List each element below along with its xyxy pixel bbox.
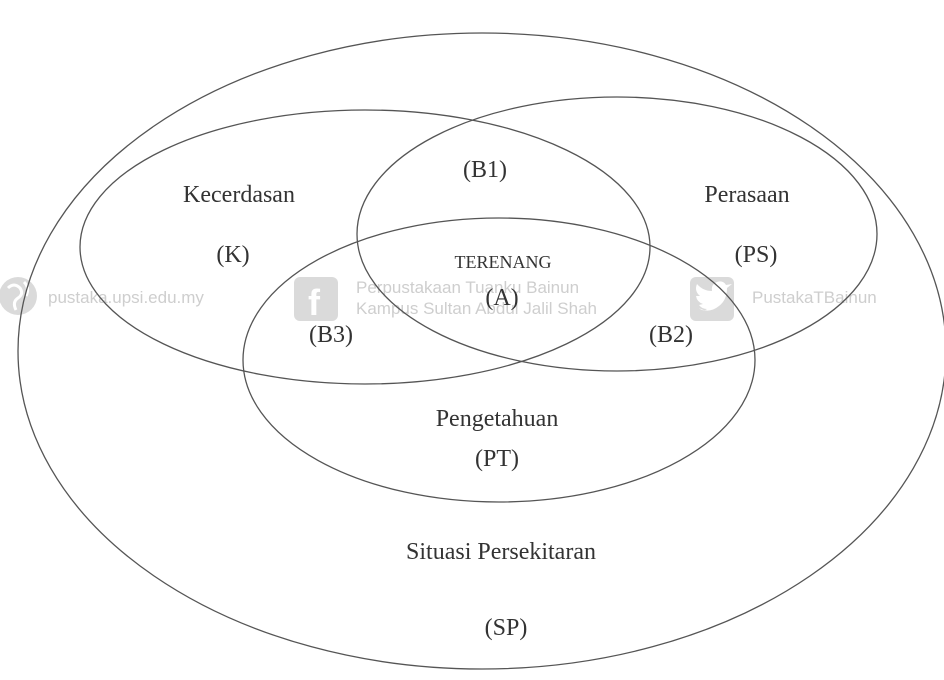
label-b1: (B1) [463,157,507,183]
ellipse-perasaan [356,96,878,372]
ellipse-situasi-persekitaran [17,32,944,670]
label-b3: (B3) [309,322,353,348]
globe-icon [0,277,37,315]
watermark-twitter: PustakaTBainun [752,288,877,307]
watermark: pustaka.upsi.edu.my f Perpustakaan Tuank… [0,277,877,323]
watermark-facebook-line2: Kampus Sultan Abdul Jalil Shah [356,299,597,318]
ellipse-pengetahuan [242,217,756,503]
twitter-icon [690,277,734,321]
label-kecerdasan: Kecerdasan [183,182,295,208]
svg-text:f: f [308,282,321,323]
label-situasi-persekitaran: Situasi Persekitaran [406,539,596,565]
label-b2: (B2) [649,322,693,348]
label-pengetahuan-code: (PT) [475,446,519,472]
label-situasi-persekitaran-code: (SP) [485,615,528,641]
label-terenang-code: (A) [485,285,518,311]
watermark-facebook-line1: Perpustakaan Tuanku Bainun [356,278,579,297]
label-perasaan: Perasaan [704,182,789,208]
facebook-icon: f [294,277,338,323]
label-terenang: TERENANG [455,252,552,272]
ellipse-kecerdasan [79,109,651,385]
watermark-site: pustaka.upsi.edu.my [48,288,204,307]
label-kecerdasan-code: (K) [216,242,249,268]
label-pengetahuan: Pengetahuan [436,406,559,432]
label-perasaan-code: (PS) [735,242,778,268]
